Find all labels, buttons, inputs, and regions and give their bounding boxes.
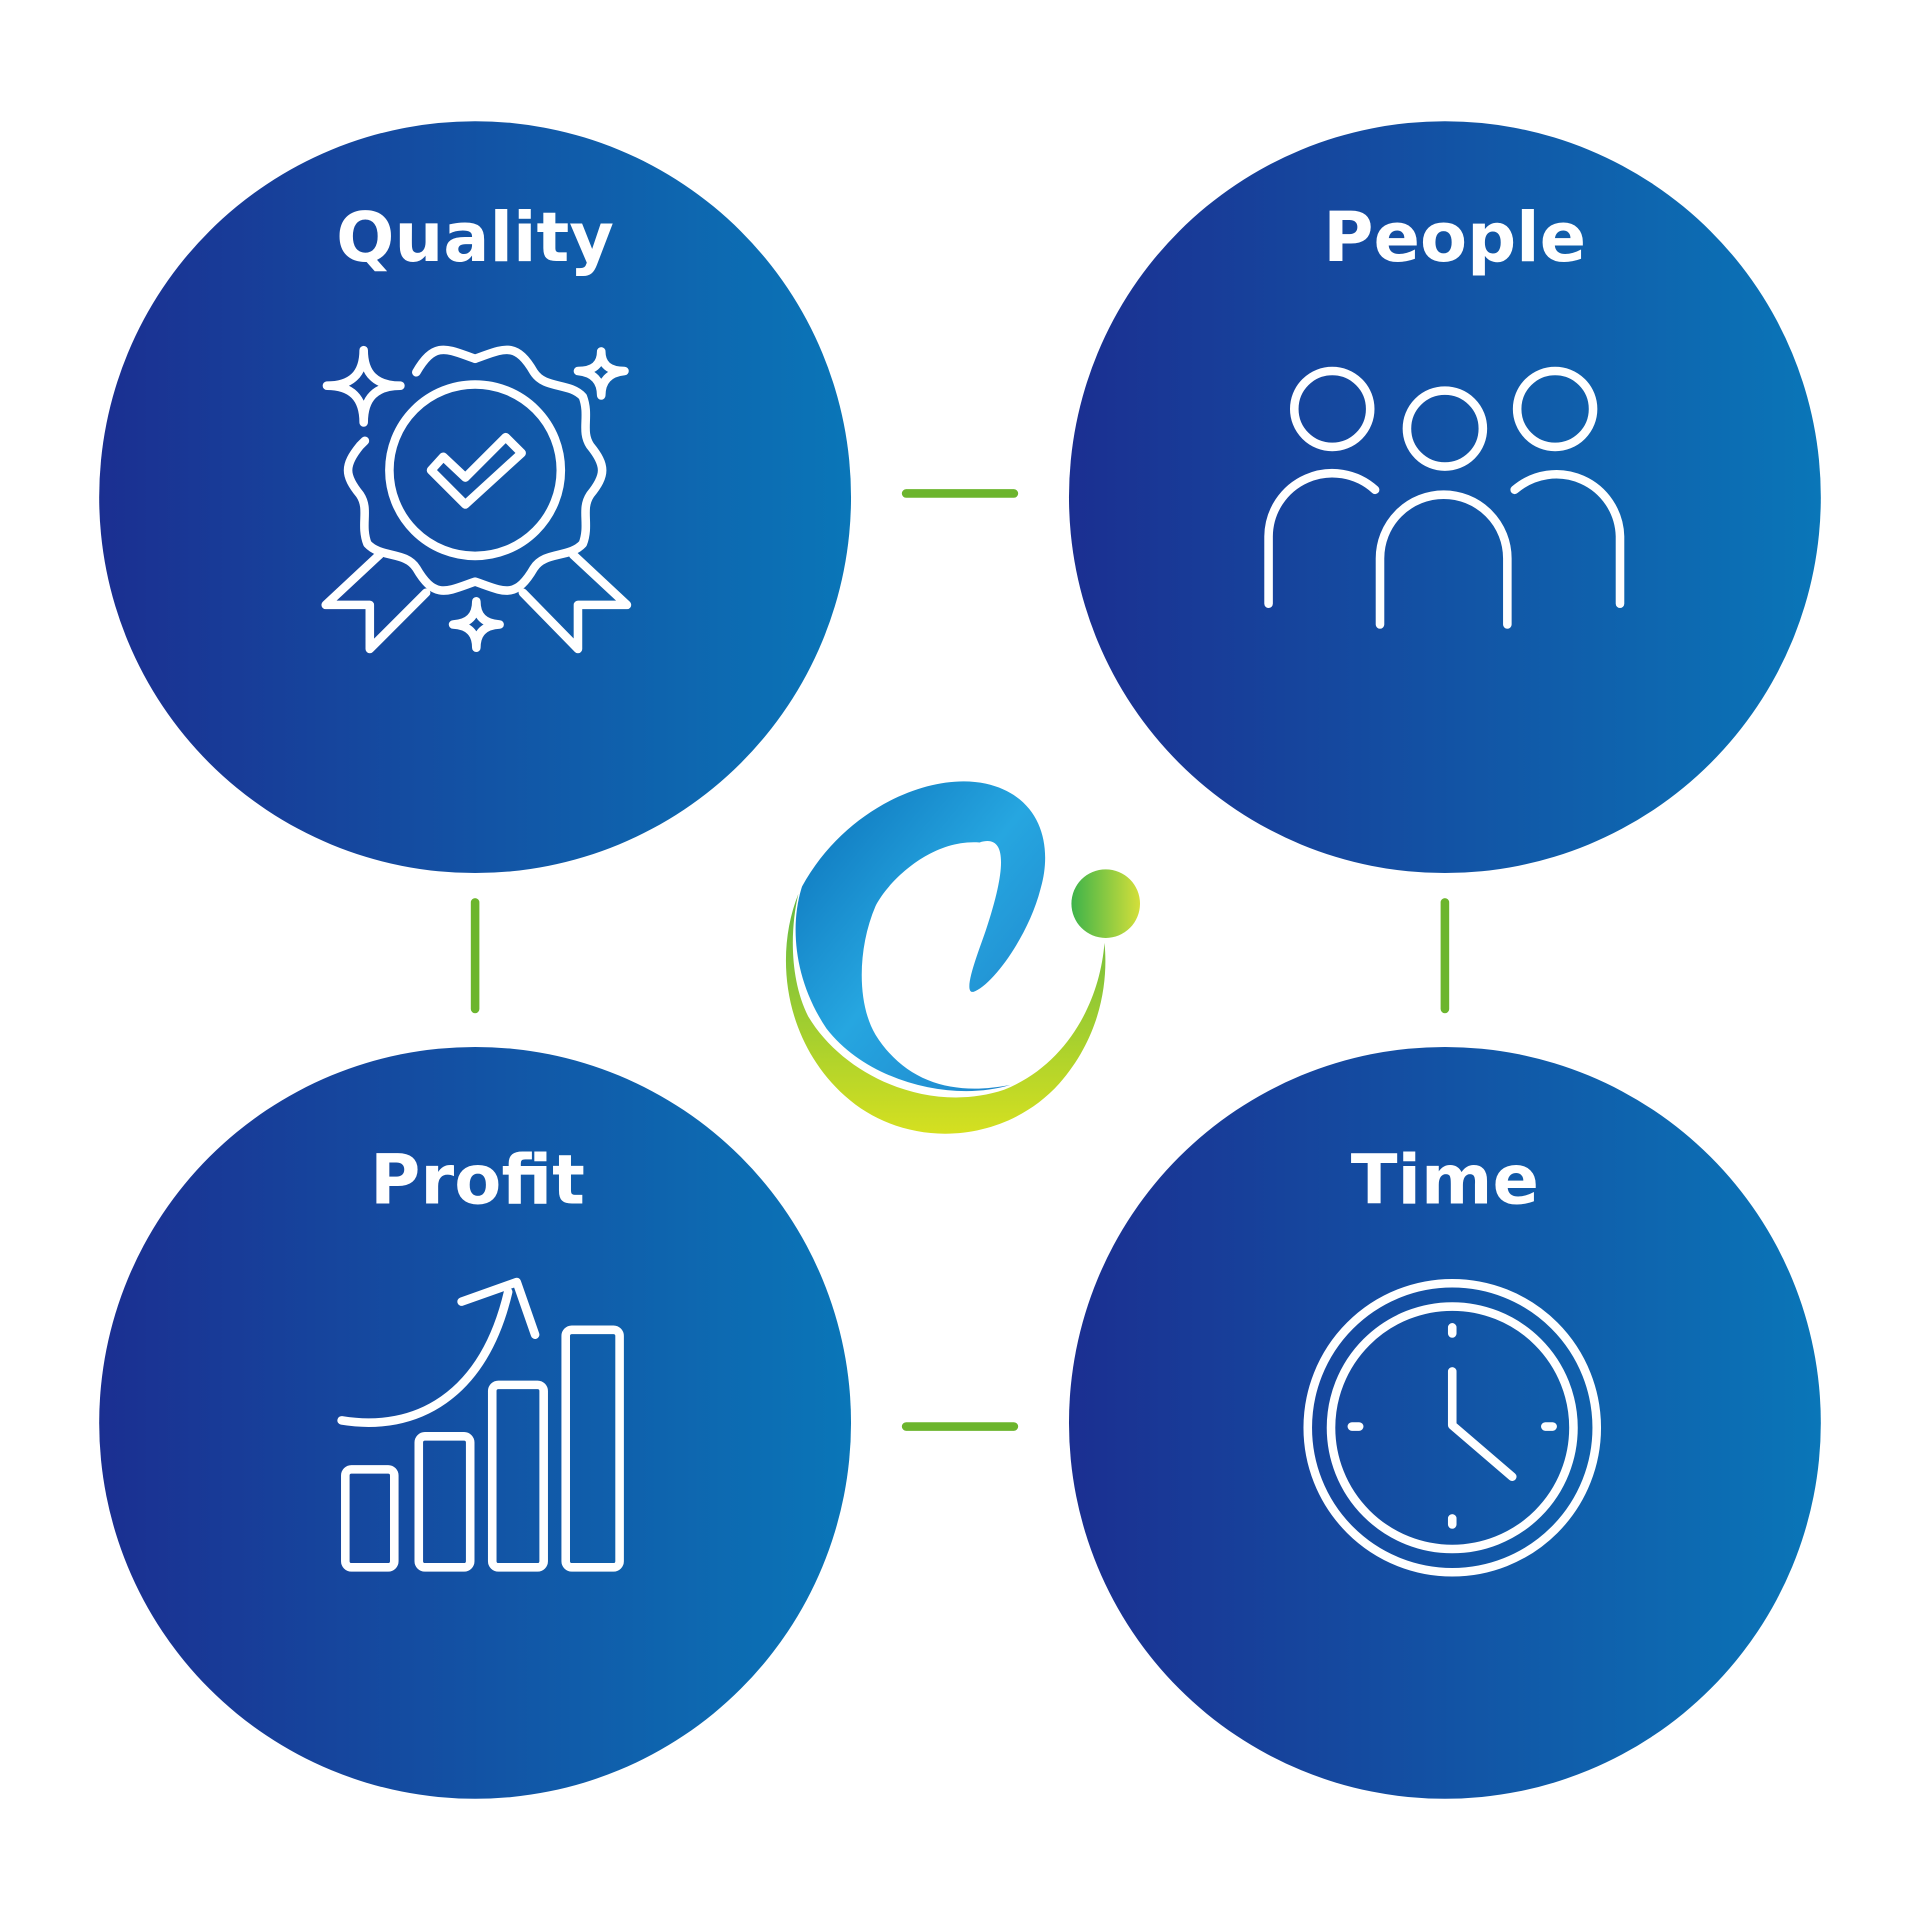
people-group-icon xyxy=(1264,366,1625,629)
node-profit: Profit xyxy=(99,1046,852,1799)
node-quality-label: Quality xyxy=(336,198,614,278)
node-profit-label: Profit xyxy=(370,1141,585,1221)
logo-green-dot xyxy=(1071,869,1140,938)
award-badge-icon xyxy=(321,345,632,654)
node-people-label: People xyxy=(1323,198,1586,278)
node-people: People xyxy=(1068,121,1821,874)
logo-blue-swoosh xyxy=(795,781,1046,1092)
growth-bar-chart-icon xyxy=(337,1277,624,1572)
clock-icon xyxy=(1303,1278,1602,1577)
node-quality: Quality xyxy=(99,121,852,874)
brand-logo xyxy=(785,781,1140,1134)
node-time-label: Time xyxy=(1351,1141,1539,1221)
node-time: Time xyxy=(1068,1046,1821,1799)
logo-green-swoosh xyxy=(785,893,1106,1134)
